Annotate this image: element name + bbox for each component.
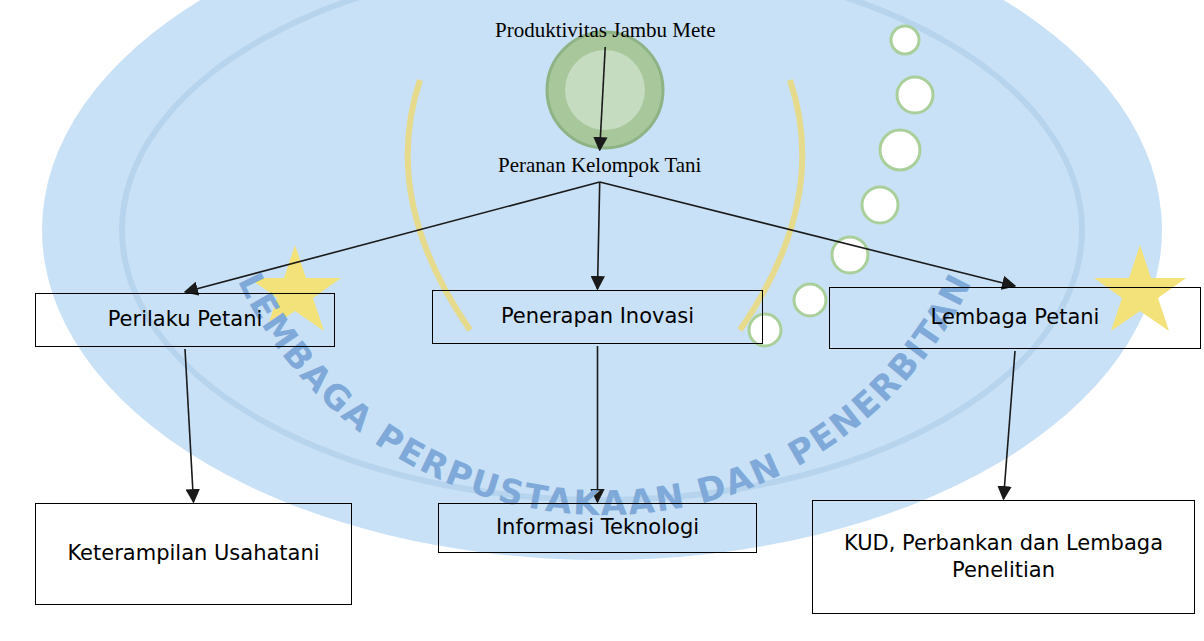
node-label: Keterampilan Usahatani xyxy=(67,540,319,567)
process-box: Keterampilan Usahatani xyxy=(35,503,352,605)
process-box: Perilaku Petani xyxy=(35,293,335,347)
node-label: Produktivitas Jambu Mete xyxy=(495,18,715,43)
process-box: Informasi Teknologi xyxy=(438,503,757,553)
watermark-star xyxy=(1094,245,1186,331)
arrow-connector xyxy=(600,182,1015,286)
watermark-disc xyxy=(42,0,1162,560)
arrow-connector xyxy=(597,346,599,502)
watermark-cotton xyxy=(749,26,933,346)
process-box: Penerapan Inovasi xyxy=(432,290,763,344)
node-label: Penerapan Inovasi xyxy=(501,303,694,330)
arrow-connector xyxy=(598,182,600,289)
watermark-text: LEMBAGA PERPUSTAKAAN DAN PENERBITAN xyxy=(230,266,979,523)
node-label: Perilaku Petani xyxy=(108,306,263,333)
node-label: Lembaga Petani xyxy=(931,304,1100,331)
process-box: KUD, Perbankan dan Lembaga Penelitian xyxy=(812,500,1195,614)
watermark-ring xyxy=(122,0,1082,500)
arrow-connector xyxy=(185,182,600,292)
watermark-label: LEMBAGA PERPUSTAKAAN DAN PENERBITAN xyxy=(230,266,979,523)
title-text-node: Produktivitas Jambu Mete xyxy=(491,16,719,45)
arrow-connector xyxy=(1004,351,1016,499)
node-label: KUD, Perbankan dan Lembaga Penelitian xyxy=(823,530,1184,585)
node-label: Peranan Kelompok Tani xyxy=(498,153,701,178)
arrow-connector xyxy=(185,349,194,502)
text-node: Peranan Kelompok Tani xyxy=(494,151,705,180)
node-label: Informasi Teknologi xyxy=(496,514,699,541)
process-box: Lembaga Petani xyxy=(829,287,1201,349)
arrow-connector xyxy=(600,47,606,150)
